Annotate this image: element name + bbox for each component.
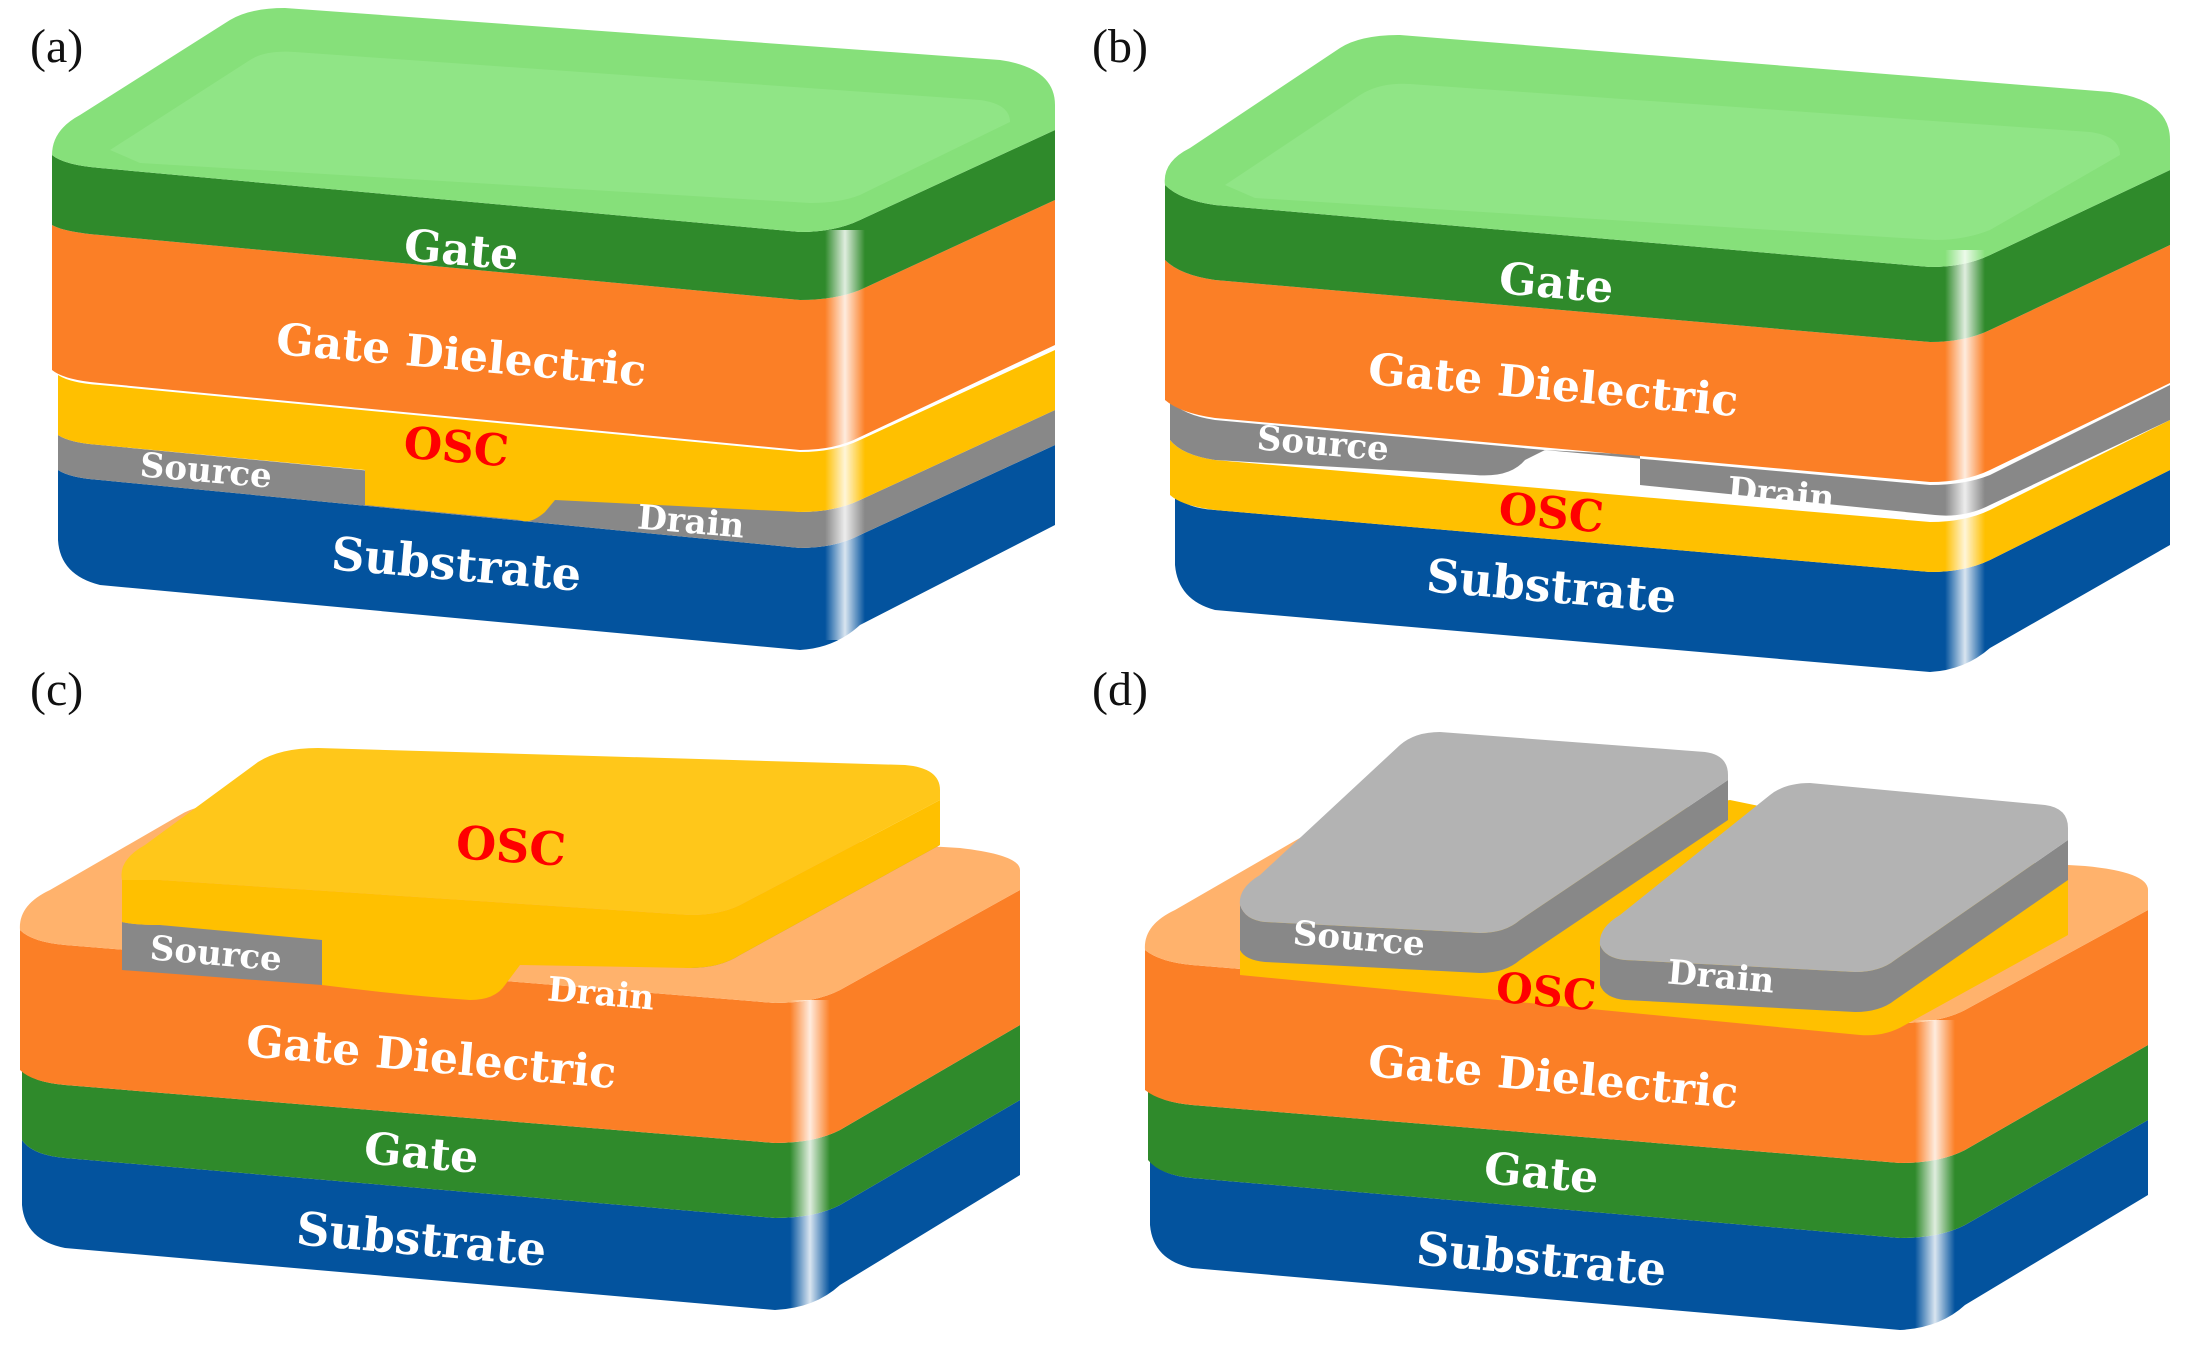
panel-a-gloss — [825, 230, 865, 640]
panel-b-gate-top-sheen — [1225, 83, 2120, 240]
panel-c-osc-top-face — [121, 748, 940, 915]
panel-c-dielectric-layer — [20, 890, 1020, 1143]
panel-c-drain-label: Drain — [546, 969, 656, 1018]
panel-d-drain-label: Drain — [1666, 952, 1776, 1001]
panel-d: (d) Source Drain OSC Gate Dielectric Gat… — [1092, 663, 2148, 1330]
panel-d-substrate-layer — [1150, 1120, 2148, 1330]
panel-d-drain-electrode — [1600, 840, 2068, 1012]
panel-a-dielectric-layer — [52, 200, 1055, 450]
panel-b-gate-layer — [1165, 170, 2170, 342]
panel-c: (c) OSC Source Drain Gate Dielectric Gat… — [19, 663, 1021, 1310]
panel-b-osc-label: OSC — [1497, 484, 1606, 544]
panel-a-gate-top-sheen — [110, 51, 1010, 203]
panel-d-source-electrode-top — [1239, 732, 1728, 933]
panel-a-electrode-layer — [58, 410, 1055, 548]
panel-c-osc-layer — [122, 800, 940, 1000]
panel-a-osc-label: OSC — [402, 418, 511, 478]
panel-b-dielectric-layer — [1165, 245, 2170, 482]
panel-c-label: (c) — [30, 663, 83, 716]
panel-a-gate-label: Gate — [402, 220, 520, 281]
panel-b: (b) Gate Gate Dielectric Source Drain OS… — [1092, 20, 2170, 672]
panel-b-label: (b) — [1092, 20, 1148, 73]
panel-b-gate-label: Gate — [1497, 253, 1615, 314]
panel-c-osc-label: OSC — [454, 815, 567, 877]
panel-b-substrate-layer — [1175, 470, 2170, 672]
panel-b-gloss — [1945, 250, 1985, 670]
panel-d-gate-label: Gate — [1482, 1143, 1600, 1204]
panel-a-osc-layer — [58, 350, 1055, 522]
panel-c-gate-layer — [22, 1025, 1020, 1218]
panel-d-dielectric-layer — [1145, 910, 2148, 1163]
panel-a-substrate-layer — [58, 445, 1055, 650]
panel-a-drain-label: Drain — [636, 497, 746, 546]
panel-d-osc-label: OSC — [1494, 963, 1598, 1021]
panel-d-gloss — [1915, 1020, 1955, 1330]
panel-d-source-electrode — [1240, 780, 1728, 973]
panel-b-drain-label: Drain — [1726, 469, 1836, 518]
panel-c-gloss — [790, 1000, 830, 1310]
panel-b-electrode-layer — [1170, 385, 2170, 516]
panel-a-gate-layer — [52, 130, 1055, 300]
panel-c-substrate-layer — [22, 1100, 1020, 1310]
panel-b-osc-layer — [1170, 420, 2170, 572]
panel-d-label: (d) — [1092, 663, 1148, 716]
panel-d-drain-electrode-top — [1599, 783, 2068, 972]
panel-c-gate-label: Gate — [362, 1123, 480, 1184]
panel-a: (a) Gate Gate Dielectric OSC Source Drai… — [30, 8, 1055, 650]
panel-d-gate-layer — [1148, 1045, 2148, 1238]
panel-a-label: (a) — [30, 20, 83, 73]
